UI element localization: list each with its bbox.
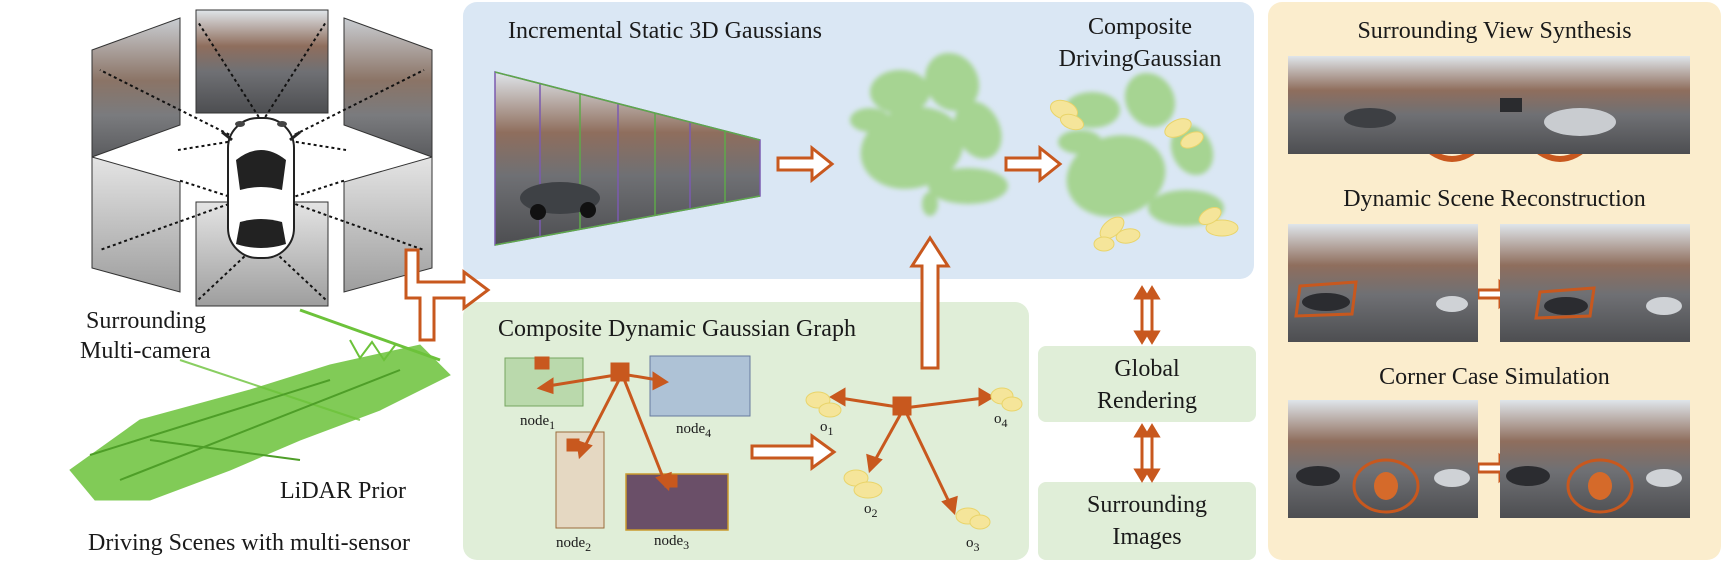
node2-label: node2 (556, 535, 592, 554)
surrounding-images-line2: Images (1112, 524, 1182, 550)
surrounding-images-box (1038, 482, 1256, 560)
composite-label-line1: Composite (1087, 14, 1192, 40)
bounding-box-icon (1294, 280, 1358, 318)
bottom-label: Driving Scenes with multi-sensor (88, 530, 410, 556)
object4-label: o4 (994, 411, 1008, 430)
global-rendering-box (1038, 346, 1256, 422)
object1-label: o1 (820, 419, 834, 438)
car-top-view-icon (221, 117, 301, 259)
camera-rig (91, 9, 433, 307)
composite-label-line2: DrivingGaussian (1058, 46, 1222, 72)
node3-label: node3 (654, 533, 690, 552)
view-synthesis-image (1288, 56, 1690, 154)
graph-left (504, 355, 751, 531)
camera-label-line1: Surrounding (86, 308, 206, 334)
double-arrow-icon (1133, 285, 1161, 483)
lidar-point-cloud-icon (69, 308, 451, 501)
incremental-frames (494, 71, 761, 246)
graph-right (805, 387, 1023, 530)
node4-label: node4 (676, 421, 712, 440)
camera-view-front (195, 9, 329, 114)
static-title: Incremental Static 3D Gaussians (508, 18, 822, 44)
dynamic-reconstruction-title: Dynamic Scene Reconstruction (1343, 186, 1646, 212)
corner-case-title: Corner Case Simulation (1379, 364, 1610, 390)
graph-title: Composite Dynamic Gaussian Graph (498, 316, 856, 342)
object3-label: o3 (966, 535, 980, 554)
object2-label: o2 (864, 501, 878, 520)
global-rendering-line2: Rendering (1097, 388, 1197, 414)
global-rendering-line1: Global (1114, 356, 1180, 382)
static-gaussian-cluster (850, 52, 1008, 216)
dynamic-reconstruction-images (1288, 224, 1690, 342)
view-synthesis-title: Surrounding View Synthesis (1357, 18, 1632, 44)
surrounding-images-line1: Surrounding (1087, 492, 1207, 518)
node1-label: node1 (520, 413, 556, 432)
camera-label-line2: Multi-camera (80, 338, 211, 364)
composite-gaussian-cluster (1049, 72, 1239, 252)
node4-box (649, 355, 751, 417)
camera-view-back-left (91, 156, 181, 293)
lidar-label: LiDAR Prior (280, 478, 406, 504)
corner-case-images (1288, 400, 1690, 518)
